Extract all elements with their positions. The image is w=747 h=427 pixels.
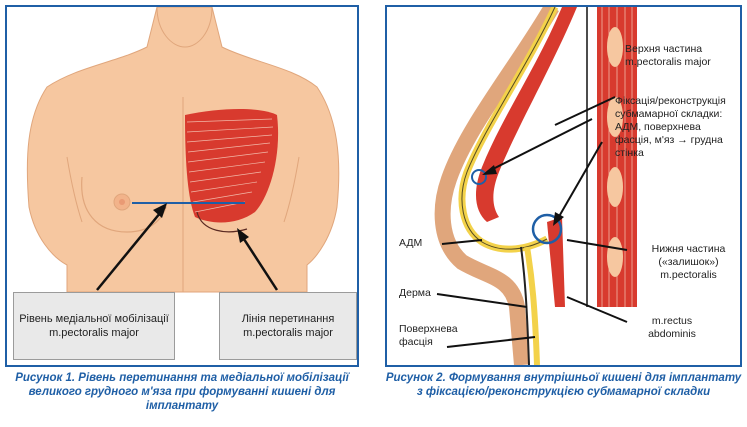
rectus-abdominis-label: m.rectus abdominis [648,315,696,340]
figure-2-panel: Верхня частина m.pectoralis major Фіксац… [385,5,742,367]
superficial-fascia-label: Поверхнева фасція [399,323,458,348]
adm-label: АДМ [399,237,423,249]
skin-surface [434,7,559,365]
figure-1-panel: Рівень медіальної мобілізації m.pectoral… [5,5,359,367]
lower-pectoralis-label: Нижня частина («залишок») m.pectoralis [651,243,726,281]
pectoralis-muscle [185,109,279,223]
medial-mobilization-label: Рівень медіальної мобілізації m.pectoral… [13,292,175,360]
torso-illustration [26,7,340,293]
fixation-label: Фіксація/реконструкція субмамарної склад… [615,95,726,159]
cross-section-illustration [434,7,637,365]
figure-1-caption: Рисунок 1. Рівень перетинання та медіаль… [15,372,349,412]
upper-pectoralis-label: Верхня частина m.pectoralis major [625,43,711,68]
transection-line-label: Лінія перетинання m.pectoralis major [219,292,357,360]
derma-label: Дерма [399,287,431,299]
lower-pectoralis [547,217,565,307]
figure-2-caption: Рисунок 2. Формування внутрішньої кишені… [385,372,742,398]
upper-pectoralis [475,7,577,222]
